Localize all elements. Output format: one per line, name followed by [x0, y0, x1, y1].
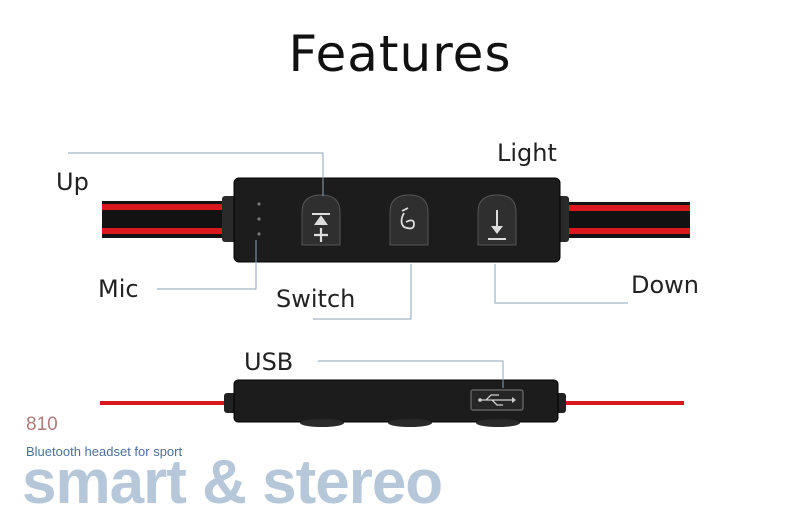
bottom-cable-right [556, 401, 684, 405]
top-endcap-left [222, 196, 236, 242]
leader-line-usb [318, 360, 504, 388]
label-switch: Switch [276, 285, 356, 313]
model-number: 810 [26, 414, 58, 435]
leader-lines-top [68, 152, 628, 320]
mic-hole-icon [257, 202, 261, 236]
label-usb: USB [244, 348, 294, 376]
tagline: Bluetooth headset for sport [26, 444, 183, 459]
switch-button [389, 194, 429, 246]
volume-up-button [301, 194, 341, 246]
top-cable-right [566, 202, 690, 238]
label-up: Up [56, 168, 89, 196]
brand-slogan: smart & stereo [22, 448, 443, 517]
label-mic: Mic [98, 275, 139, 303]
label-down: Down [631, 271, 700, 299]
label-light: Light [497, 139, 557, 167]
usb-port-icon [470, 389, 524, 411]
top-cable-left [102, 201, 228, 238]
page-title: Features [288, 25, 512, 83]
volume-down-button [477, 194, 517, 246]
button-bump-icon [300, 419, 520, 427]
bottom-cable-left [100, 401, 236, 405]
